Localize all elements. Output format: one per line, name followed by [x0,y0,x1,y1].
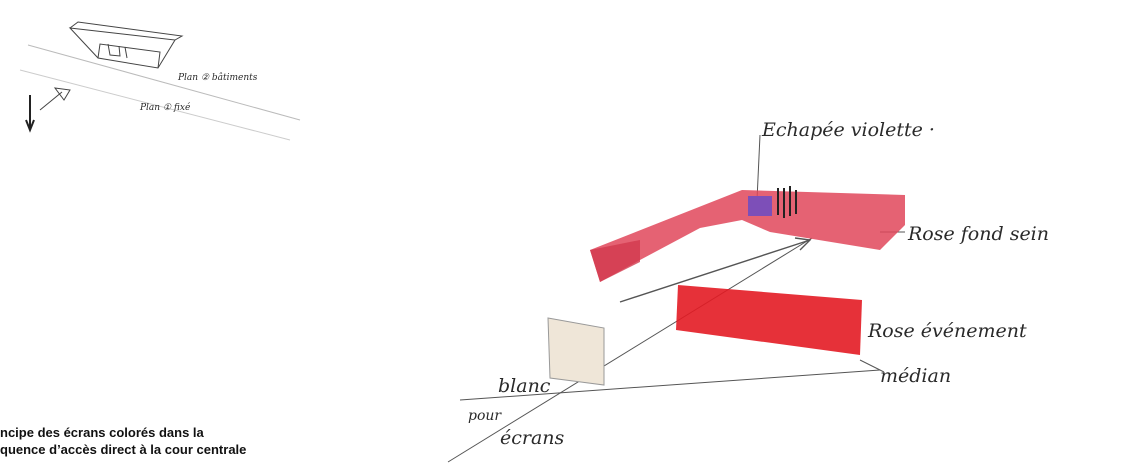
inset-road-line [19,69,291,141]
caption-line-2: quence d’accès direct à la cour centrale [0,442,247,457]
inset-road-line [27,44,301,121]
label-blanc: blanc [498,375,551,397]
caption-line-1: ncipe des écrans colorés dans la [0,425,204,440]
inset-label-top: Plan ② bâtiments [177,72,258,83]
inset-label-bottom: Plan ① fixé [139,102,191,113]
view-arrow-icon [39,87,71,111]
blanc-screen [547,317,605,386]
inset-building-front [97,43,161,69]
label-pour: pour [468,408,502,424]
inset-building-roof [69,21,184,41]
direction-arrow-icon [619,237,812,303]
label-median: médian [880,365,951,387]
inset-building-detail [107,43,128,59]
rose-fond-lower [590,240,640,282]
rose-fond-screen [590,186,905,282]
label-escape: Echapée violette · [761,119,935,141]
ground-line [447,237,813,463]
label-rose-fond: Rose fond sein [907,223,1049,245]
leader-line-median [859,359,885,373]
leader-line-escape [756,134,761,201]
escape-marks [777,186,797,218]
inset-sketch [19,21,301,141]
figure-caption: ncipe des écrans colorés dans la quence … [0,424,246,458]
rose-fond-wall [590,190,905,282]
violet-escape [748,196,772,216]
ground-line [459,369,881,401]
north-arrow-icon [25,95,35,133]
label-rose-event: Rose événement [867,320,1027,342]
rose-event-screen [676,285,862,355]
label-ecrans: écrans [500,427,565,449]
